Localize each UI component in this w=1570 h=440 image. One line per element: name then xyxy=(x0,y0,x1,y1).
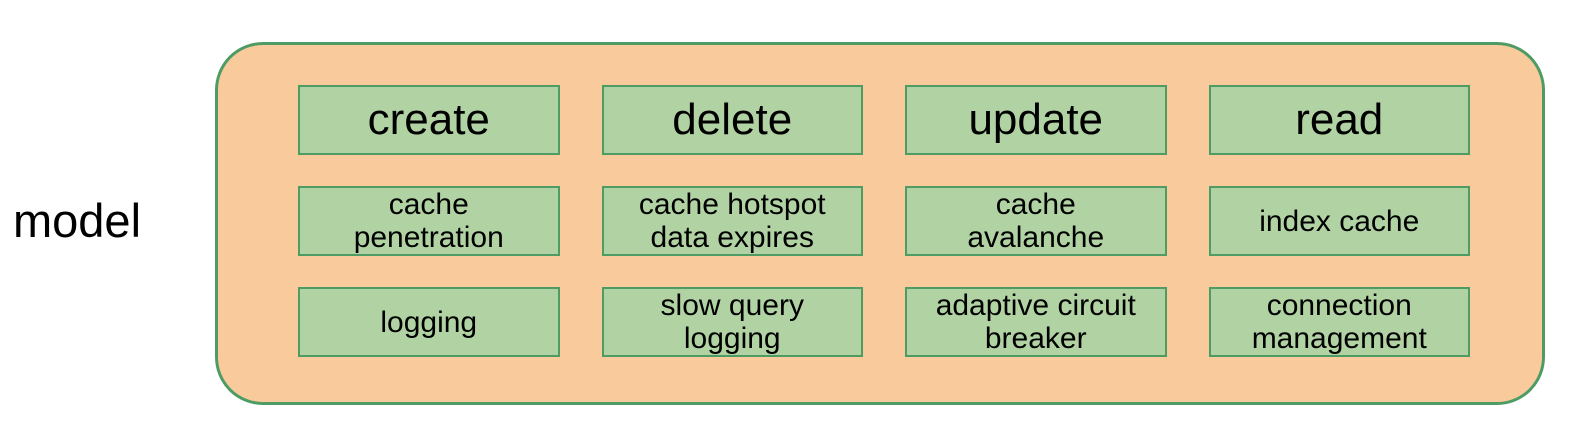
node-connection-management: connection management xyxy=(1208,287,1470,357)
node-cache-hotspot-data-expires: cache hotspot data expires xyxy=(601,186,863,256)
node-cache-avalanche: cache avalanche xyxy=(905,186,1167,256)
node-create: create xyxy=(298,85,560,155)
model-label: model xyxy=(13,193,142,247)
node-read: read xyxy=(1208,85,1470,155)
model-container: create delete update read cache penetrat… xyxy=(215,42,1545,405)
node-adaptive-circuit-breaker: adaptive circuit breaker xyxy=(905,287,1167,357)
node-index-cache: index cache xyxy=(1208,186,1470,256)
node-logging: logging xyxy=(298,287,560,357)
node-slow-query-logging: slow query logging xyxy=(601,287,863,357)
node-delete: delete xyxy=(601,85,863,155)
node-cache-penetration: cache penetration xyxy=(298,186,560,256)
node-update: update xyxy=(905,85,1167,155)
